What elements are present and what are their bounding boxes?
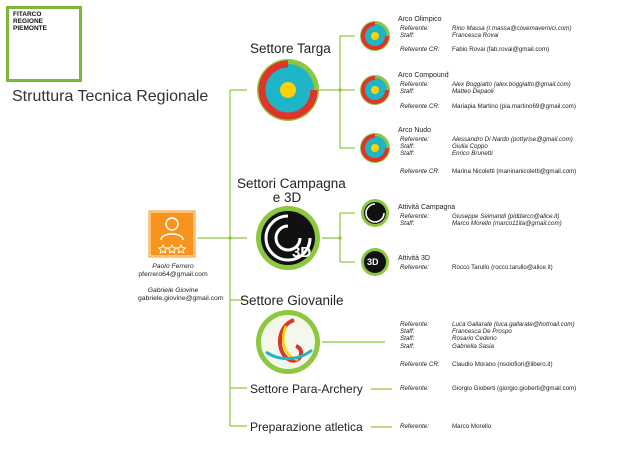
role-label: Referente:Staff: [400,213,429,228]
atletica-ref: Marco Morello [452,423,492,430]
role-label: Referente: [400,423,429,430]
sector-giovanile-title: Settore Giovanile [240,293,344,308]
tred-small-label: 3D [367,257,379,267]
tred-small-icon [361,248,389,276]
coordinator-name: Paolo Ferrero [152,263,194,270]
sector-campagna-title-line2: e 3D [272,190,302,205]
targa-target-icon [257,59,319,121]
olimpico-cr: Fabio Rovai (fab.rovai@gmail.com) [452,46,550,53]
campagna-people: Giuseppe Seimandi (piddarco@alice.it)Mar… [452,213,562,228]
sector-para-title: Settore Para-Archery [250,382,363,396]
fitarco-logo: FITARCO REGIONE PIEMONTE [6,6,82,82]
campagna-3d-label: 3D [292,244,312,261]
compound-people: Alex Boggiatto (alex.boggiatto@gmail.com… [452,81,571,96]
sector-campagna-title-line1: Settori Campagna [237,176,346,191]
role-label: Referente: [400,264,429,271]
role-label: Referente CR: [400,46,440,53]
nudo-target-icon [360,133,390,163]
nudo-cr: Marina Nicoletti (maninanicoletti@gmail.… [452,168,577,175]
olimpico-target-icon [360,21,390,51]
logo-text: FITARCO REGIONE PIEMONTE [13,11,47,32]
compound-title: Arco Compound [398,72,449,79]
page-title: Struttura Tecnica Regionale [12,88,209,105]
role-label: Referente:Staff:Staff: [400,136,429,158]
logo-line-3: PIEMONTE [13,25,47,32]
campagna-small-icon [361,199,389,227]
role-label: Referente: [400,385,429,392]
logo-line-2: REGIONE [13,18,43,25]
coordinator-block: Paolo Ferrero pferrero64@gmail.com Gabri… [138,263,224,303]
campagna-3d-icon [256,206,320,270]
sector-targa-title: Settore Targa [250,41,331,56]
nudo-people: Alessandro Di Nardo (pottyrise@gmail.com… [452,136,573,158]
coordinator-email: gabriele.giovine@gmail.com [138,295,224,302]
campagna-title: Attività Campagna [398,204,456,211]
giovanile-people: Luca Gallarate (luca.gallarate@hotmail.c… [452,321,575,350]
sector-atletica-title: Preparazione atletica [250,420,363,434]
giovanile-icon [256,310,320,374]
role-label: Referente:Staff: [400,81,429,96]
coordinator-avatar-icon [147,209,197,259]
role-label: Referente:Staff: [400,25,429,40]
olimpico-people: Rino Massa (r.massa@covemavernici.com)Fr… [452,25,572,40]
role-label: Referente CR: [400,103,440,110]
tred-title: Attività 3D [398,255,430,262]
tred-ref: Rocco Tarullo (rocco.tarullo@alice.it) [452,264,553,271]
coordinator-name: Gabriele Giovine [147,287,199,294]
coordinator-email: pferrero64@gmail.com [138,271,208,278]
para-ref: Giorgio Gioberti (giorgio.gioberti@gmail… [452,385,577,392]
compound-target-icon [360,75,390,105]
logo-line-1: FITARCO [13,11,42,18]
sector-campagna-title: Settori Campagna e 3D [237,176,346,205]
compound-cr: Mariapia Martino (pia.martino69@gmail.co… [452,103,576,110]
olimpico-title: Arco Olimpico [398,16,442,23]
role-label: Referente CR: [400,168,440,175]
role-label: Referente CR: [400,361,440,368]
nudo-title: Arco Nudo [398,127,432,134]
giovanile-cr: Claudio Morano (nsolofiori@libero.it) [452,361,553,368]
role-label: Referente:Staff:Staff:Staff: [400,321,429,350]
